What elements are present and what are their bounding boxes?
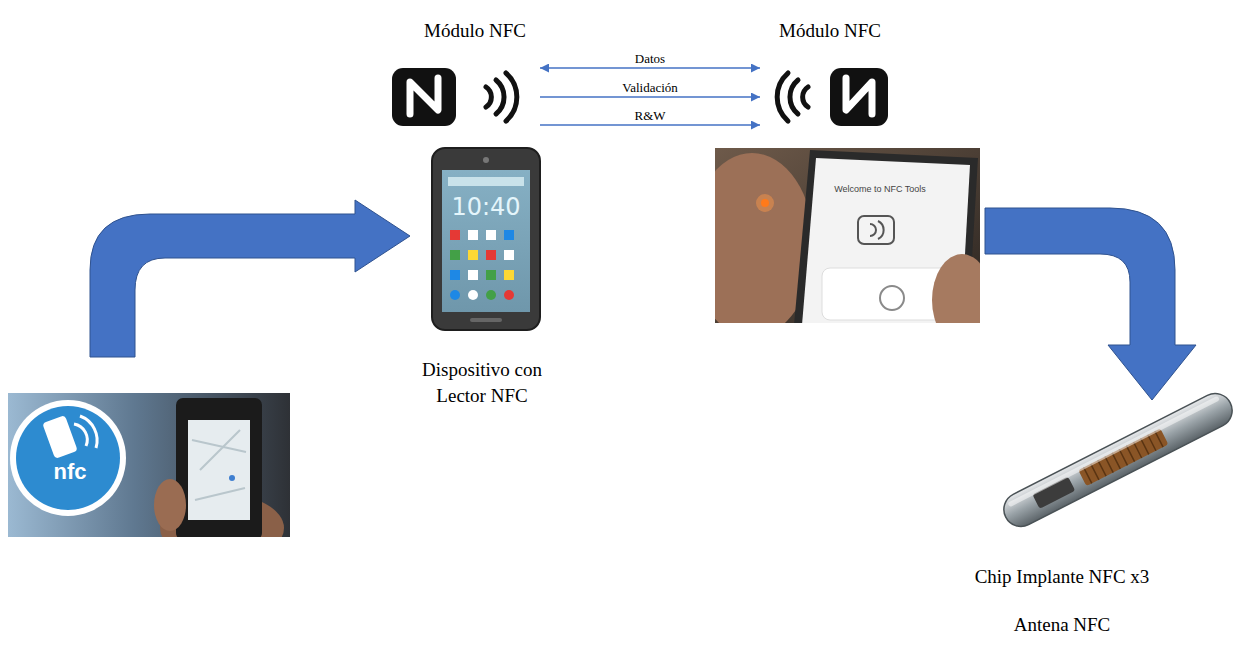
phone-illustration-part xyxy=(450,290,460,300)
nfc-photo-part xyxy=(74,416,97,448)
nfc-logo-part xyxy=(790,80,798,114)
flow-arrow xyxy=(90,200,410,357)
phone-illustration-part xyxy=(450,230,460,240)
node-text: Módulo NFC xyxy=(410,18,540,44)
chip-implant-part xyxy=(1078,428,1168,486)
phone-illustration-part xyxy=(504,270,514,280)
nfc-module: Módulo NFC xyxy=(760,12,900,132)
nfc-logo-part xyxy=(486,87,491,107)
data-arrow xyxy=(540,124,760,126)
nfc-tools-photo-part xyxy=(858,216,894,244)
phone-illustration-part xyxy=(468,230,478,240)
nfc-photo-part xyxy=(192,430,246,500)
chip-implant-part xyxy=(1084,431,1163,483)
data-arrow xyxy=(540,67,760,69)
nfc-logo xyxy=(777,68,888,126)
phone-illustration-part xyxy=(468,270,478,280)
phone-illustration-part xyxy=(504,290,514,300)
phone-illustration-part xyxy=(470,318,502,322)
phone-illustration-part xyxy=(450,270,460,280)
clock-text: 10:40 xyxy=(451,194,520,220)
phone-illustration xyxy=(432,148,540,330)
phone-illustration-part xyxy=(468,290,478,300)
node-text: Chip Implante NFC x3 xyxy=(935,564,1189,590)
flow-arrow xyxy=(985,208,1196,400)
chip-implant-part xyxy=(998,388,1235,533)
nfc-logo-part xyxy=(506,73,517,121)
nfc-logo-part xyxy=(846,78,872,114)
nfc-photo xyxy=(8,393,290,537)
nfc-photo-part xyxy=(176,398,262,537)
node-text: Antena NFC xyxy=(935,612,1189,638)
app-text: Welcome to NFC Tools xyxy=(834,185,926,195)
nfc-module: Módulo NFC xyxy=(410,12,540,132)
chip-implant xyxy=(998,388,1235,533)
nfc-logo-part xyxy=(830,68,888,126)
phone-illustration-part xyxy=(483,157,489,163)
node-text: Módulo NFC xyxy=(760,18,900,44)
nfc-tools-photo-part xyxy=(932,254,980,323)
phone-illustration-part xyxy=(504,230,514,240)
nfc-tools-photo xyxy=(715,148,980,323)
nfc-photo-part xyxy=(229,475,235,481)
phone-illustration-part xyxy=(432,148,540,330)
chip-implant-part xyxy=(1007,396,1220,508)
device-caption: Dispositivo con Lector NFC xyxy=(407,355,557,411)
phone-illustration-part xyxy=(486,250,496,260)
phone-illustration-part xyxy=(504,250,514,260)
nfc-tools-photo-part xyxy=(761,199,769,207)
nfc-logo-part xyxy=(803,87,808,107)
data-arrow xyxy=(540,96,760,98)
phone-illustration-part xyxy=(486,290,496,300)
phone-illustration-part xyxy=(468,250,478,260)
nfc-logo-part xyxy=(496,80,504,114)
nfc-photo-part xyxy=(16,406,120,510)
nfc-logo-part xyxy=(777,73,788,121)
nfc-tools-photo-part xyxy=(756,194,774,212)
node-text: Dispositivo con Lector NFC xyxy=(407,357,557,408)
phone-illustration-part xyxy=(448,177,524,186)
nfc-photo-part xyxy=(42,415,78,459)
edge-label: Datos xyxy=(632,52,668,66)
nfc-logo-part xyxy=(410,78,438,114)
nfc-photo-part xyxy=(188,420,250,520)
nfc-logo-part xyxy=(392,68,456,126)
nfc-logo-text: nfc xyxy=(54,460,87,484)
nfc-logo xyxy=(392,68,517,126)
nfc-tools-photo-part xyxy=(870,221,884,239)
nfc-tools-photo-part xyxy=(880,286,904,310)
edge-label: Validación xyxy=(619,81,681,95)
phone-illustration-part xyxy=(442,170,530,312)
phone-illustration-part xyxy=(486,270,496,280)
phone-illustration-part xyxy=(486,230,496,240)
chip-caption: Chip Implante NFC x3 Antena NFC xyxy=(935,562,1189,640)
phone-illustration-part xyxy=(450,250,460,260)
nfc-photo-part xyxy=(10,400,126,516)
edge-label: R&W xyxy=(631,109,668,123)
nfc-photo-part xyxy=(154,479,186,531)
